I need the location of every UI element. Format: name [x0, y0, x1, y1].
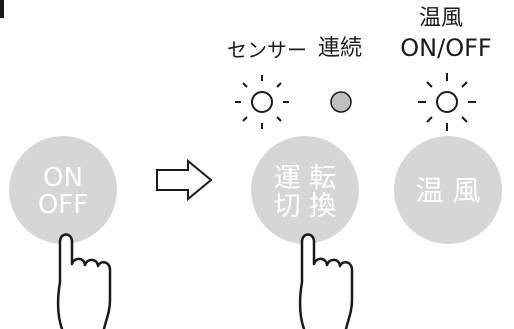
mode-switch-line2: 切 換: [273, 191, 337, 223]
hand-pointer-icon: [298, 233, 354, 329]
warm-air-indicator-lit-icon: [418, 73, 476, 131]
sensor-indicator-lit-icon: [235, 75, 289, 129]
hand-pointer-icon: [56, 233, 112, 329]
on-off-button[interactable]: [9, 136, 117, 244]
mode-switch-button-text: 運 転 切 換: [251, 163, 359, 223]
warm-air-label-line2: ON/OFF: [400, 34, 492, 62]
warm-air-button-label: 温 風: [415, 174, 481, 207]
on-off-line2: OFF: [37, 190, 89, 221]
warm-air-button-text: 温 風: [394, 174, 502, 207]
next-step-arrow-icon: [156, 158, 213, 202]
continuous-label: 連続: [317, 36, 362, 61]
continuous-indicator-off-icon: [330, 91, 352, 113]
mode-switch-button[interactable]: [251, 136, 359, 244]
warm-air-label-line1: 温風: [418, 6, 463, 31]
on-off-line1: ON: [43, 163, 83, 193]
on-off-button-text: ON OFF: [9, 163, 117, 221]
warm-air-button[interactable]: [394, 136, 502, 244]
corner-mark: [0, 0, 4, 18]
sensor-label: センサー: [227, 38, 307, 62]
mode-switch-line1: 運 転: [273, 163, 337, 194]
